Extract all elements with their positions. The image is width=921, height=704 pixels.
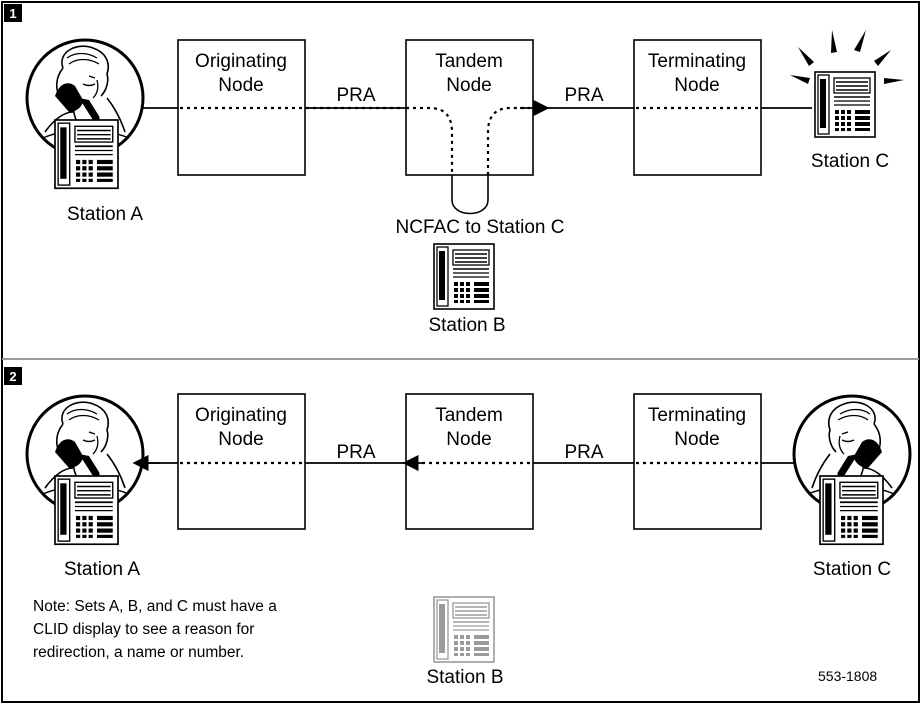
- ncfac-label: NCFAC to Station C: [396, 217, 565, 238]
- originating-node-label-2b: Node: [218, 429, 263, 450]
- note-line-1: Note: Sets A, B, and C must have a: [33, 598, 277, 615]
- panel-2: 2 Station A Originating Node Tandem Node…: [4, 367, 912, 688]
- terminating-node-label-1: Terminating: [648, 51, 746, 72]
- note-line-3: redirection, a name or number.: [33, 644, 244, 661]
- panel-1-badge-label: 1: [9, 6, 16, 21]
- tandem-node-label-1: Tandem: [435, 51, 503, 72]
- call-path-dotted: [180, 106, 760, 175]
- tandem-node-label-2b: Node: [446, 429, 491, 450]
- originating-node-label-2a: Originating: [195, 405, 287, 426]
- figure-id: 553-1808: [818, 668, 877, 684]
- pra-label-1: PRA: [336, 85, 375, 106]
- panel-2-badge: [4, 367, 22, 385]
- station-a-label-2: Station A: [64, 559, 140, 580]
- originating-node-box-2: [177, 393, 306, 530]
- note-line-2: CLID display to see a reason for: [33, 621, 254, 638]
- terminating-node-label-2b: Node: [674, 429, 719, 450]
- tandem-node-label-2a: Tandem: [435, 405, 503, 426]
- station-c-label-2: Station C: [813, 559, 891, 580]
- station-a-phone-icon-2: [54, 475, 119, 546]
- terminating-node-label-2: Node: [674, 75, 719, 96]
- panel-2-badge-label: 2: [9, 369, 16, 384]
- originating-node-label-1: Originating: [195, 51, 287, 72]
- originating-node-label-2: Node: [218, 75, 263, 96]
- station-b-label-2: Station B: [426, 667, 503, 688]
- terminating-node-box-2: [633, 393, 762, 530]
- redirection-loop: [451, 175, 489, 215]
- pra-label-2: PRA: [564, 85, 603, 106]
- station-c-label: Station C: [811, 151, 889, 172]
- terminating-node-label-2a: Terminating: [648, 405, 746, 426]
- panel-1-badge: [4, 4, 22, 22]
- station-c-phone-icon-2: [819, 475, 884, 546]
- station-c-phone-icon: [814, 71, 876, 138]
- tandem-node-label-2: Node: [446, 75, 491, 96]
- station-a-label: Station A: [67, 204, 143, 225]
- pra-label-4: PRA: [564, 442, 603, 463]
- station-a-phone-icon: [54, 119, 119, 190]
- station-b-label: Station B: [428, 315, 505, 336]
- station-b-phone-icon-faded: [433, 596, 495, 663]
- panel-1: 1 Station A Originating Node Tandem Node…: [4, 4, 904, 336]
- station-b-phone-icon: [433, 243, 495, 310]
- pra-label-3: PRA: [336, 442, 375, 463]
- ringing-icon: [790, 30, 904, 84]
